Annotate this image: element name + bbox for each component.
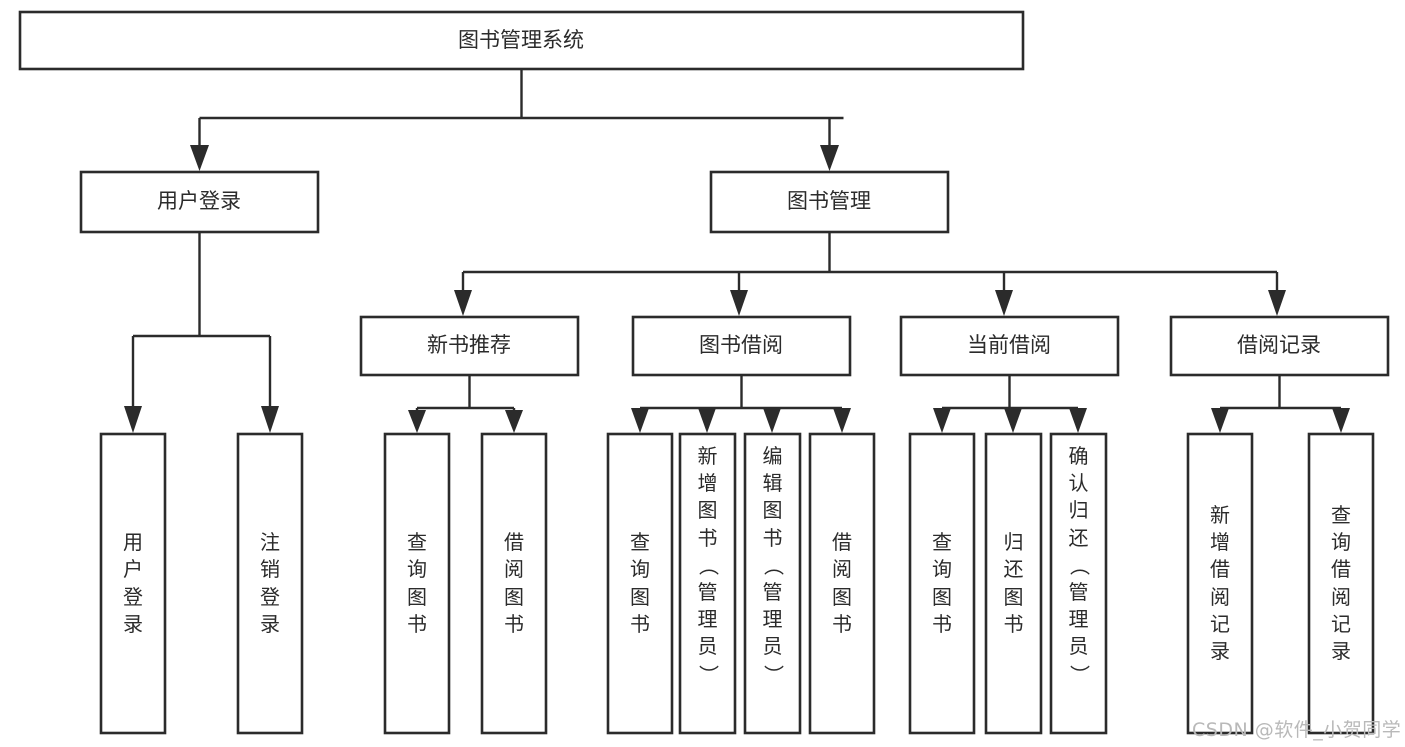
node-leaf-query-book-3-box[interactable] — [908, 432, 976, 735]
arrowhead-leaf-edit-book — [763, 408, 781, 433]
arrowhead-leaf-user-logout — [261, 406, 279, 433]
node-leaf-add-book-box[interactable] — [678, 432, 737, 735]
arrowhead-new-book-rec — [454, 290, 472, 316]
node-borrow-record-box[interactable] — [1169, 315, 1390, 377]
node-new-book-rec[interactable]: 新书推荐 — [359, 315, 580, 377]
arrowhead-leaf-add-record — [1211, 408, 1229, 433]
arrowhead-leaf-query-book-3 — [933, 408, 951, 433]
node-root-box[interactable] — [18, 10, 1025, 71]
node-book-manage[interactable]: 图书管理 — [709, 170, 950, 234]
node-book-borrow-label: 图书借阅 — [699, 333, 783, 357]
arrowhead-current-borrow — [995, 290, 1013, 316]
node-leaf-user-login-box[interactable] — [99, 432, 167, 735]
arrowhead-book-manage — [820, 145, 839, 171]
node-leaf-borrow-book-2-box[interactable] — [808, 432, 876, 735]
node-borrow-record[interactable]: 借阅记录 — [1169, 315, 1390, 377]
connector-group-borrow-record — [1211, 375, 1350, 433]
connector-group-user-login — [124, 232, 279, 433]
arrowhead-leaf-add-book — [698, 408, 716, 433]
arrowhead-leaf-borrow-book-1 — [505, 410, 523, 433]
arrowhead-leaf-confirm-return — [1069, 408, 1087, 433]
connector-group-current-borrow — [933, 375, 1087, 433]
node-new-book-rec-label: 新书推荐 — [427, 333, 511, 357]
node-leaf-borrow-book-1-box[interactable] — [480, 432, 548, 735]
connector-group-root — [190, 69, 844, 171]
node-leaf-query-book-1-box[interactable] — [383, 432, 451, 735]
node-user-login-box[interactable] — [79, 170, 320, 234]
connector-group-book-manage — [454, 232, 1286, 316]
arrowhead-leaf-query-record — [1332, 408, 1350, 433]
leaf-boxes — [99, 432, 1375, 735]
arrowhead-borrow-record — [1268, 290, 1286, 316]
node-leaf-return-book-box[interactable] — [984, 432, 1043, 735]
node-current-borrow[interactable]: 当前借阅 — [899, 315, 1120, 377]
connector-group-book-borrow — [631, 375, 851, 433]
node-root[interactable]: 图书管理系统 — [18, 10, 1025, 71]
node-leaf-confirm-return-box[interactable] — [1049, 432, 1108, 735]
node-leaf-edit-book-box[interactable] — [743, 432, 802, 735]
node-borrow-record-label: 借阅记录 — [1237, 333, 1321, 357]
node-leaf-add-record-box[interactable] — [1186, 432, 1254, 735]
node-leaf-query-record-box[interactable] — [1307, 432, 1375, 735]
node-current-borrow-box[interactable] — [899, 315, 1120, 377]
node-book-borrow[interactable]: 图书借阅 — [631, 315, 852, 377]
arrowhead-leaf-borrow-book-2 — [833, 408, 851, 433]
arrowhead-leaf-user-login — [124, 406, 142, 433]
arrowhead-user-login — [190, 145, 209, 171]
node-book-borrow-box[interactable] — [631, 315, 852, 377]
node-leaf-query-book-2-box[interactable] — [606, 432, 674, 735]
node-user-login-label: 用户登录 — [157, 189, 241, 213]
node-leaf-user-logout-box[interactable] — [236, 432, 304, 735]
arrowhead-book-borrow — [730, 290, 748, 316]
connector-group-new-book-rec — [408, 375, 523, 433]
node-new-book-rec-box[interactable] — [359, 315, 580, 377]
arrowhead-leaf-query-book-1 — [408, 410, 426, 433]
node-book-manage-label: 图书管理 — [787, 189, 871, 213]
node-book-manage-box[interactable] — [709, 170, 950, 234]
node-root-label: 图书管理系统 — [458, 28, 584, 52]
csdn-watermark: CSDN @软件_小贺同学 — [1192, 719, 1402, 741]
arrowhead-leaf-query-book-2 — [631, 408, 649, 433]
arrowhead-leaf-return-book — [1004, 408, 1022, 433]
node-current-borrow-label: 当前借阅 — [967, 333, 1051, 357]
node-user-login[interactable]: 用户登录 — [79, 170, 320, 234]
